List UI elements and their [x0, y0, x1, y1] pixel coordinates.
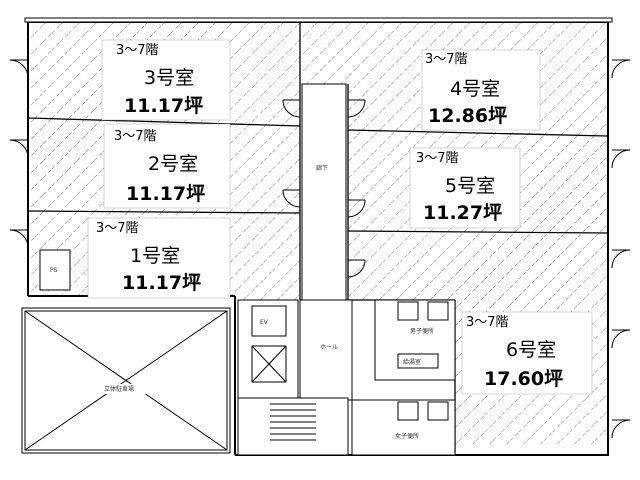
unit-4-name: 4号室: [450, 78, 500, 100]
unit-2-floors: 3～7階: [114, 129, 157, 144]
unit-6-label: 3～7階 6号室 17.60坪: [466, 315, 563, 390]
hall-label: ホール: [320, 344, 338, 351]
unit-4-floors: 3～7階: [425, 52, 468, 67]
hall: ホール: [299, 299, 353, 401]
wc-male-label: 男子便所: [410, 327, 434, 335]
wc-female-label: 女子便所: [395, 432, 419, 440]
ev-label: EV: [260, 319, 269, 326]
unit-1-label: 3～7階 1号室 11.17坪: [96, 221, 201, 294]
unit-2-area: 11.17坪: [126, 183, 205, 205]
parking-label: 立体駐車場: [104, 385, 134, 393]
unit-3-floors: 3～7階: [116, 43, 159, 58]
unit-4-area: 12.86坪: [428, 105, 507, 127]
unit-3-area: 11.17坪: [124, 95, 203, 117]
unit-5-area: 11.27坪: [423, 202, 502, 224]
unit-1-name: 1号室: [130, 245, 180, 267]
corridor-label: 廊下: [316, 164, 328, 172]
unit-2-label: 3～7階 2号室 11.17坪: [114, 129, 205, 205]
unit-1-area: 11.17坪: [122, 272, 201, 294]
unit-6-area: 17.60坪: [484, 368, 563, 390]
unit-4-label: 3～7階 4号室 12.86坪: [425, 52, 507, 127]
unit-5-floors: 3～7階: [416, 151, 459, 166]
unit-5-name: 5号室: [445, 175, 495, 197]
unit-2-name: 2号室: [148, 153, 198, 175]
unit-3-label: 3～7階 3号室 11.17坪: [116, 43, 203, 117]
pipe-shafts: PS: [39, 249, 601, 341]
ps-label: PS: [50, 267, 58, 274]
corridor: 廊下: [301, 83, 347, 301]
parking: 立体駐車場: [21, 307, 231, 454]
unit-3-name: 3号室: [144, 67, 194, 89]
service-rooms: 男子便所 給湯室 女子便所: [351, 299, 456, 456]
pantry-label: 給湯室: [403, 358, 421, 366]
doors: [9, 59, 631, 439]
unit-5-label: 3～7階 5号室 11.27坪: [416, 151, 502, 224]
unit-6-floors: 3～7階: [466, 315, 509, 330]
label-panels: [87, 39, 593, 395]
unit-6-name: 6号室: [506, 339, 556, 361]
unit-1-floors: 3～7階: [96, 221, 139, 236]
elevator-stairs: EV: [237, 299, 349, 456]
